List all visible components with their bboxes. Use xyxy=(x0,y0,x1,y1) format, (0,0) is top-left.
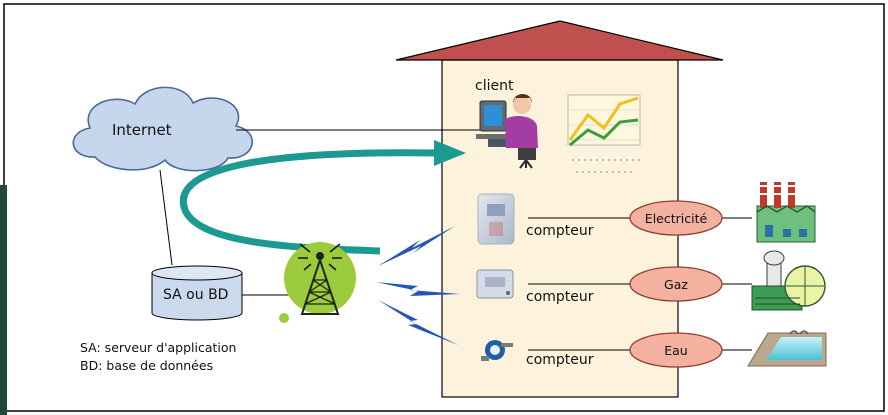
factory-icon xyxy=(756,182,816,243)
house-roof xyxy=(395,20,724,61)
electric-meter-icon xyxy=(477,193,515,245)
gas-plant-icon xyxy=(751,250,826,311)
wireless-signal-icon xyxy=(376,226,460,345)
cloud-icon xyxy=(72,86,253,172)
utility-label-electricite: Electricité xyxy=(644,211,708,226)
person-at-computer-icon xyxy=(476,94,538,169)
water-pool-icon xyxy=(747,330,827,367)
gas-meter-icon xyxy=(476,269,514,299)
database-icon xyxy=(151,265,243,321)
utility-ellipse-gaz xyxy=(629,266,723,302)
utility-label-eau: Eau xyxy=(664,343,688,358)
line-chart-icon xyxy=(567,94,641,173)
legend-line-1: SA: serveur d'application xyxy=(80,340,237,355)
meter-label-gaz: compteur xyxy=(526,289,594,305)
client-label: client xyxy=(475,78,514,94)
radio-tower-icon xyxy=(279,242,356,323)
link-cloud-database xyxy=(159,169,173,266)
meter-label-eau: compteur xyxy=(526,352,594,368)
database-label: SA ou BD xyxy=(163,287,229,303)
utility-label-gaz: Gaz xyxy=(664,277,688,292)
cloud-label: Internet xyxy=(112,121,172,139)
legend-line-2: BD: base de données xyxy=(80,358,214,373)
utility-ellipse-electricite xyxy=(629,200,723,236)
water-meter-icon xyxy=(481,340,513,361)
meter-label-electricite: compteur xyxy=(526,223,594,239)
utility-ellipse-eau xyxy=(629,332,723,368)
left-accent-bar xyxy=(0,185,7,415)
data-flow-arrow xyxy=(179,140,466,255)
